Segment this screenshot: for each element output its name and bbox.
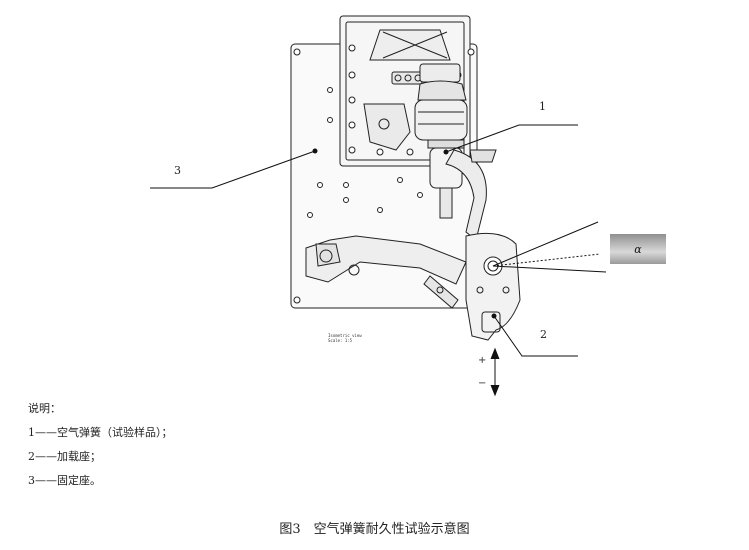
notes-block: 说明： 1——空气弹簧（试验样品）； 2——加载座； 3——固定座。	[28, 397, 173, 493]
callout-3: 3	[174, 164, 181, 177]
view-label-line1: Isometric view	[328, 333, 362, 338]
figure-caption: 图3 空气弹簧耐久性试验示意图	[279, 522, 470, 537]
air-spring-top-mount	[419, 63, 461, 83]
note-item-3: 3——固定座。	[28, 474, 101, 487]
notes-heading: 说明：	[28, 402, 61, 415]
note-item-2: 2——加载座；	[28, 450, 101, 463]
callout-1: 1	[539, 100, 546, 113]
minus-sign: −	[478, 378, 487, 389]
angle-alpha-label: α	[610, 234, 666, 264]
callout-2: 2	[540, 328, 547, 341]
test-rig-drawing	[150, 15, 607, 397]
note-item-1: 1——空气弹簧（试验样品）；	[28, 426, 173, 439]
plus-sign: +	[478, 355, 487, 366]
loading-seat	[465, 232, 521, 341]
view-label-line2: Scale: 1:5	[328, 338, 353, 343]
air-spring-bellows	[414, 99, 468, 141]
